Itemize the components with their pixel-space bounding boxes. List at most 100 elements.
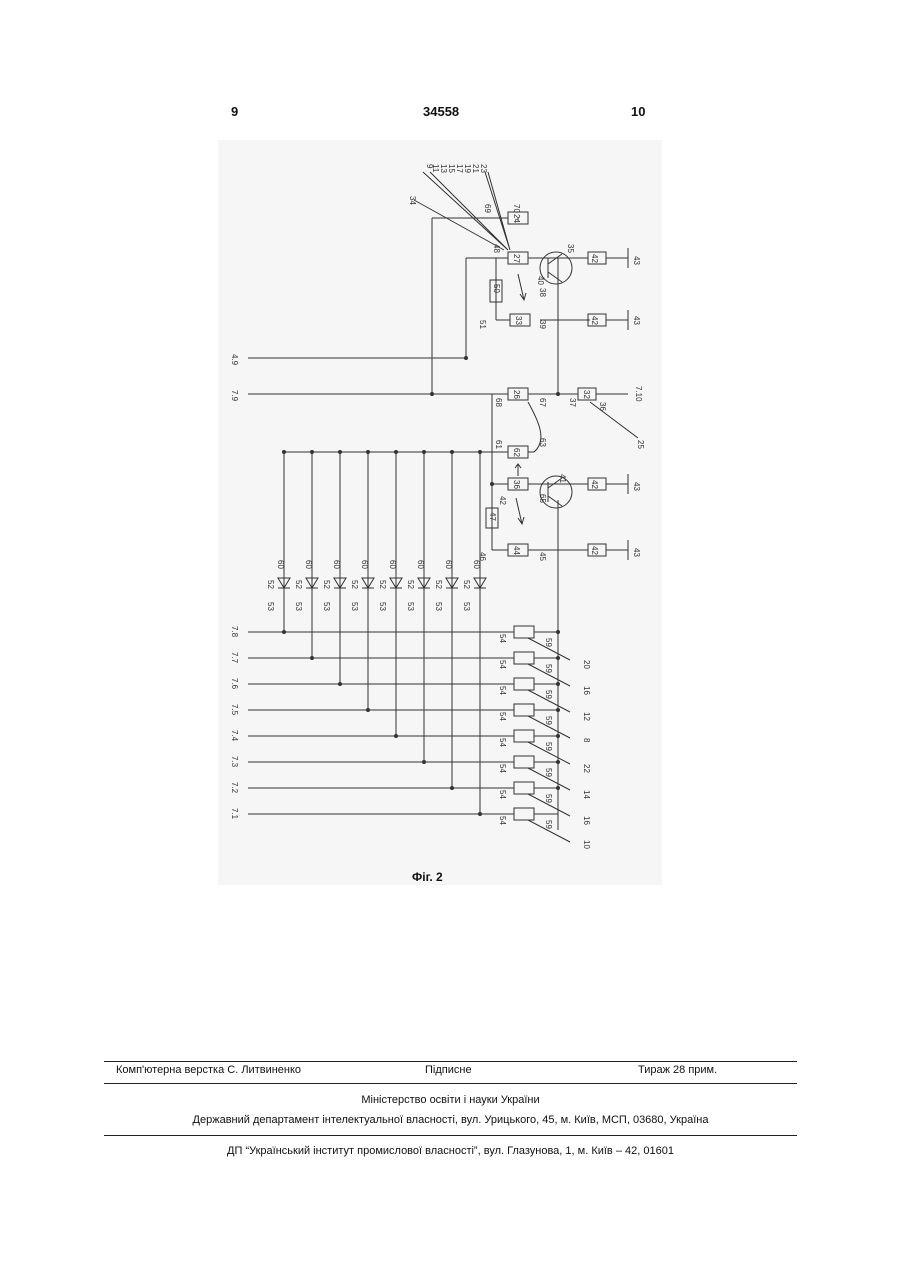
- node-label: 68: [494, 398, 503, 407]
- svg-text:53: 53: [434, 602, 443, 611]
- svg-text:53: 53: [350, 602, 359, 611]
- svg-text:54: 54: [498, 764, 507, 773]
- node-label: 45: [538, 552, 547, 561]
- lower-stage-wires: [284, 452, 628, 830]
- svg-text:54: 54: [498, 712, 507, 721]
- svg-text:53: 53: [266, 602, 275, 611]
- node-label: 36: [598, 402, 607, 411]
- footer-rule-middle: [104, 1083, 797, 1084]
- leader-lines: [414, 172, 510, 250]
- layout-credit: Комп'ютерна верстка С. Литвиненко: [116, 1064, 301, 1076]
- svg-text:60: 60: [360, 560, 369, 569]
- footer-rule-top: [104, 1061, 797, 1062]
- svg-text:53: 53: [294, 602, 303, 611]
- svg-text:53: 53: [378, 602, 387, 611]
- footer-rule-bottom: [104, 1135, 797, 1136]
- ground-label: 43: [632, 316, 641, 325]
- row-labels: 7.8 7.7 7.6 7.5 7.4 7.3 7.2 7.1 54 54 54…: [230, 626, 591, 849]
- component-label: 24: [512, 214, 521, 223]
- node-label: 37: [568, 398, 577, 407]
- leader-label: 17: [455, 164, 464, 173]
- input-label: 7.3: [230, 756, 239, 768]
- node-label: 51: [478, 320, 487, 329]
- row-label: 10: [582, 840, 591, 849]
- svg-text:52: 52: [434, 580, 443, 589]
- svg-text:59: 59: [544, 716, 553, 725]
- node-label: 38: [538, 288, 547, 297]
- component-label: 36: [512, 480, 521, 489]
- page-number-right: 10: [631, 104, 645, 119]
- node-label: 39: [538, 320, 547, 329]
- svg-text:52: 52: [378, 580, 387, 589]
- component-label: 42: [590, 546, 599, 555]
- input-label: 7.4: [230, 730, 239, 742]
- node-label: 35: [566, 244, 575, 253]
- svg-text:54: 54: [498, 816, 507, 825]
- row-resistors: [514, 626, 534, 820]
- svg-text:60: 60: [332, 560, 341, 569]
- leader-25: [590, 402, 638, 438]
- row-label: 16: [582, 686, 591, 695]
- output-label: 7.10: [634, 386, 643, 402]
- node-label: 65: [538, 494, 547, 503]
- svg-text:52: 52: [294, 580, 303, 589]
- svg-text:52: 52: [322, 580, 331, 589]
- svg-text:59: 59: [544, 742, 553, 751]
- svg-text:60: 60: [416, 560, 425, 569]
- svg-text:52: 52: [266, 580, 275, 589]
- component-label: 50: [492, 284, 501, 293]
- circuit-schematic: 9 11 13 15 17 19 21 23 34 69 70 40 24 27: [218, 140, 662, 885]
- svg-text:52: 52: [462, 580, 471, 589]
- svg-text:59: 59: [544, 768, 553, 777]
- svg-text:59: 59: [544, 820, 553, 829]
- node-label: 25: [636, 440, 645, 449]
- ground-label: 43: [632, 482, 641, 491]
- component-label: 42: [590, 316, 599, 325]
- leader-label: 15: [447, 164, 456, 173]
- svg-text:52: 52: [350, 580, 359, 589]
- leader-label: 13: [439, 164, 448, 173]
- node-label: 67: [538, 398, 547, 407]
- svg-text:54: 54: [498, 660, 507, 669]
- row-label: 12: [582, 712, 591, 721]
- institute-line: ДП “Український інститут промислової вла…: [104, 1145, 797, 1157]
- component-label: 27: [512, 254, 521, 263]
- diode-labels: 60 52 53 60 52 53 60 52 53 60 52 53 60 5…: [266, 560, 481, 611]
- component-label: 47: [488, 512, 497, 521]
- patent-number: 34558: [423, 104, 459, 119]
- page-number-left: 9: [231, 104, 238, 119]
- circuit-diagram: 9 11 13 15 17 19 21 23 34 69 70 40 24 27: [218, 140, 662, 885]
- input-label: 7.2: [230, 782, 239, 794]
- leader-label: 23: [479, 164, 488, 173]
- ground-label: 43: [632, 256, 641, 265]
- row-label: 20: [582, 660, 591, 669]
- input-rows: [248, 632, 558, 814]
- bus-label: 7.9: [230, 390, 239, 402]
- input-label: 7.7: [230, 652, 239, 664]
- transistor-label: 40: [536, 276, 545, 285]
- component-label: 42: [590, 480, 599, 489]
- svg-text:60: 60: [304, 560, 313, 569]
- leader-label: 19: [463, 164, 472, 173]
- node-label: 42: [498, 496, 507, 505]
- svg-text:59: 59: [544, 664, 553, 673]
- bus-lines: [248, 358, 628, 460]
- svg-text:60: 60: [444, 560, 453, 569]
- ground-label: 43: [632, 548, 641, 557]
- svg-text:60: 60: [276, 560, 285, 569]
- bus-label: 4.9: [230, 354, 239, 366]
- component-label: 32: [582, 390, 591, 399]
- component-label: 62: [512, 448, 521, 457]
- input-label: 7.6: [230, 678, 239, 690]
- node-label: 61: [494, 440, 503, 449]
- circulation-note: Тираж 28 прим.: [638, 1064, 717, 1076]
- row-label: 8: [582, 738, 591, 743]
- svg-text:59: 59: [544, 794, 553, 803]
- input-label: 7.1: [230, 808, 239, 820]
- svg-text:54: 54: [498, 634, 507, 643]
- svg-text:54: 54: [498, 738, 507, 747]
- ministry-line: Міністерство освіти і науки України: [104, 1094, 797, 1106]
- figure-caption: Фіг. 2: [412, 870, 443, 884]
- arrow-lower: [515, 402, 541, 524]
- department-line: Державний департамент інтелектуальної вл…: [104, 1114, 797, 1126]
